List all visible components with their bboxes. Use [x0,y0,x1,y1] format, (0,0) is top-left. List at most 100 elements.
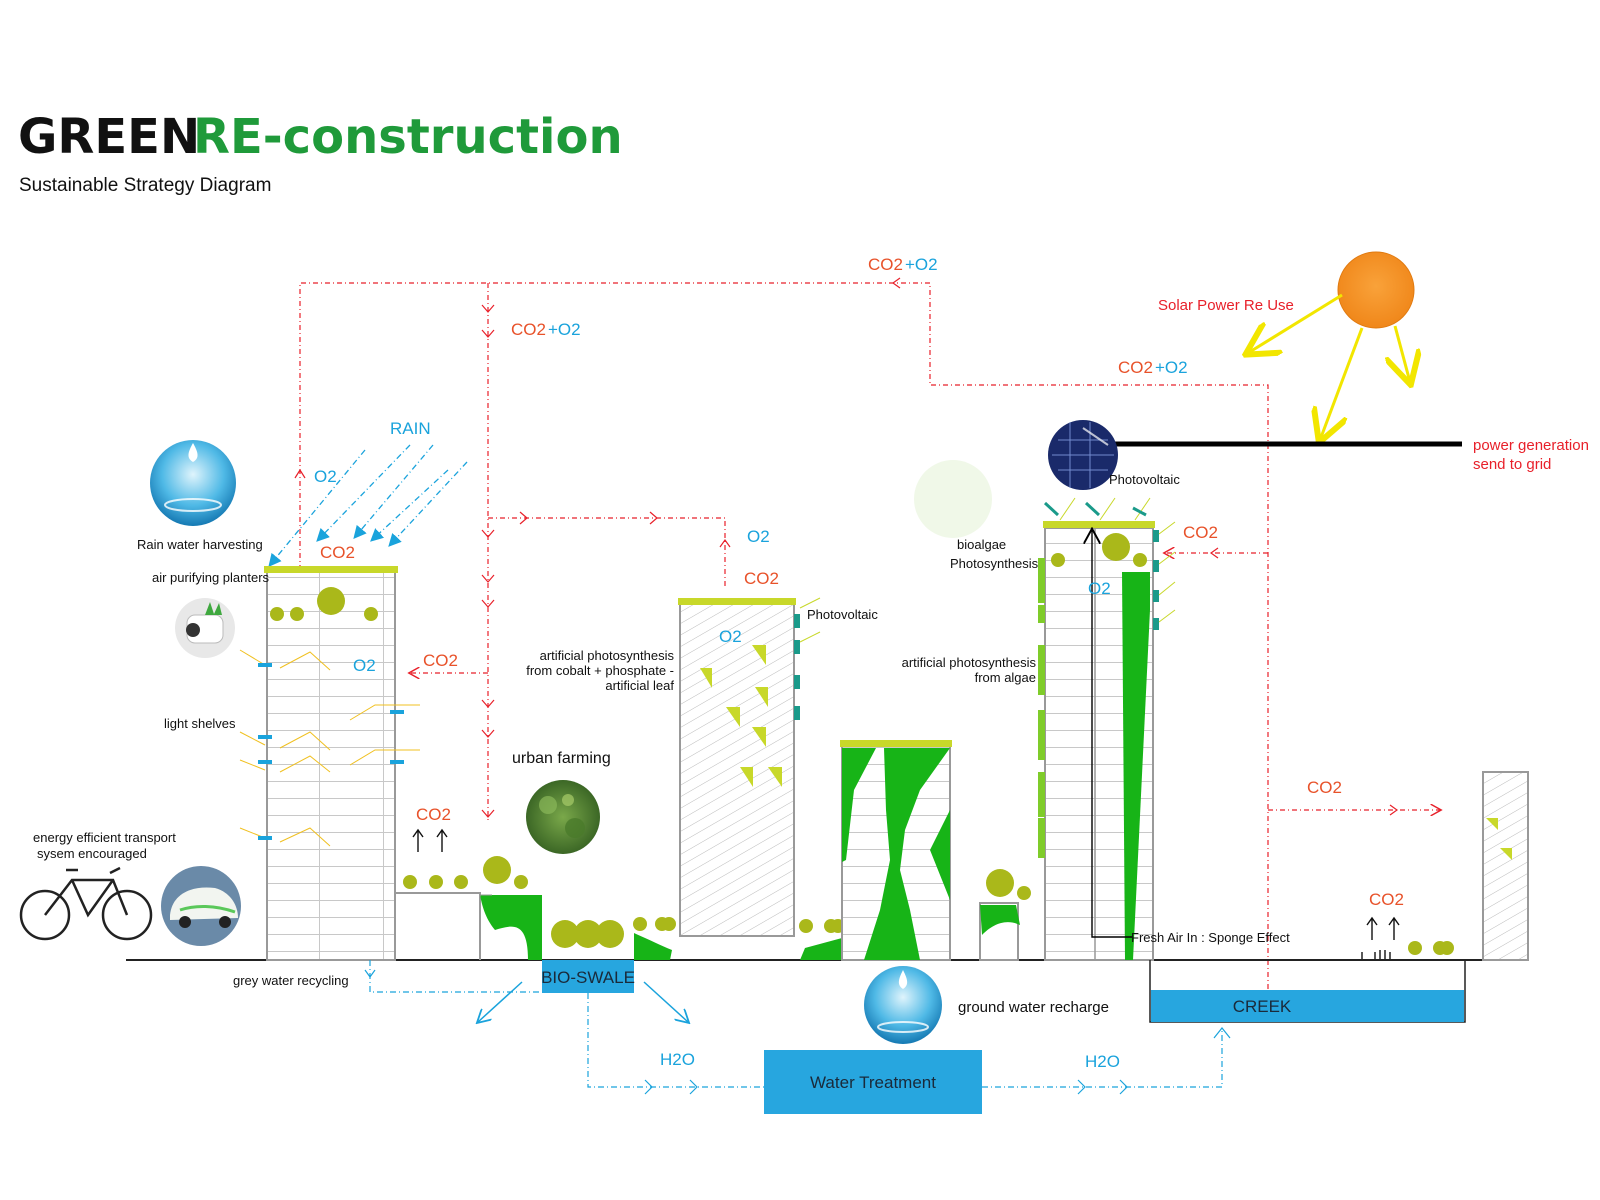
leaf-panel [752,727,766,747]
pv-panel [794,706,800,720]
planter [551,920,579,948]
algae-shaft [1122,572,1150,960]
chevron-left-icon [891,277,901,289]
sun-ray [1248,293,1343,353]
energy-transport-label: energy efficient transport [33,830,176,845]
o2-label: O2 [353,656,376,675]
chevron-right-icon [644,1079,698,1095]
rain-water-harvesting-icon [150,440,236,526]
rising-air-arrows [412,828,1400,940]
chevron-down-icon [481,809,495,818]
o2-label: O2 [1088,579,1111,598]
podium-outline [395,892,481,960]
o2-label: O2 [747,527,770,546]
title-part-reconstruction: RE-construction [193,109,623,165]
algae-panel [1038,772,1045,817]
planter [403,875,417,889]
light-ray [239,755,331,773]
bioalgae-icon [914,458,992,538]
leaf-blob [565,818,585,838]
air-branch-mid [488,517,726,588]
leaf-blob [539,796,557,814]
bio-swale-label: BIO-SWALE [541,968,635,987]
planter [483,856,511,884]
algae-panel [1038,558,1045,603]
water-treatment-box [764,1050,982,1114]
pv-panel [1153,560,1159,572]
green-roof [678,598,796,605]
planter [1440,941,1454,955]
artificial-leaf-label-2: from cobalt + phosphate - [526,663,674,678]
planter [1017,886,1031,900]
planter [1133,553,1147,567]
green-void [930,810,950,900]
title-part-green: GREEN [18,109,200,165]
ground-water-recharge-label: ground water recharge [958,999,1109,1016]
planter [574,920,602,948]
creek-water [1151,990,1464,1022]
algae-panel [1038,605,1045,623]
transport-icons [19,866,241,946]
arrow-up-icon [1366,916,1378,940]
pv-panel [794,614,800,628]
pv-ray [1158,609,1176,623]
green-roof [840,740,952,747]
car-wheel [179,916,191,928]
plant-leaves [205,602,222,615]
co2-label: CO2 [416,805,451,824]
leaf-panel [768,767,782,787]
chevron-left-icon [1209,547,1219,559]
chevron-down-icon [481,729,495,738]
pv-ray [1134,497,1151,521]
leaf-cluster-icon [526,780,600,854]
chevron-up-icon [294,468,306,479]
chevron-right-icon [519,511,528,525]
light-shelf [258,836,272,840]
co2-label: CO2 [744,569,779,588]
co2-label: CO2 [1183,523,1218,542]
planter [1051,553,1065,567]
bike-frame [44,866,129,918]
planter [799,919,813,933]
light-ray [349,704,420,721]
leaf-panel [755,687,768,707]
tower-facade [266,569,396,961]
fresh-air-label: Fresh Air In : Sponge Effect [1131,930,1290,945]
green-mound [800,938,842,960]
planter [1102,533,1130,561]
chevron-down-icon [364,969,376,979]
pv-ray [1158,581,1176,596]
building-far-right [1361,771,1529,961]
bioalgae-label: bioalgae [957,537,1006,552]
algae-panel [1038,710,1045,760]
drop-shape [188,443,198,462]
pv-panel [794,675,800,689]
h2o-label: H2O [660,1050,695,1069]
o2-label: +O2 [1155,358,1188,377]
drop-shape [898,970,908,989]
rain-arrows [268,444,468,568]
co2-label: CO2 [320,543,355,562]
co2-o2-top-label: CO2 +O2 [868,255,938,274]
people-icon [1361,950,1391,960]
chevron-up-icon [1213,1027,1231,1039]
h2o-line-a [587,993,764,1088]
chevron-down-icon [481,329,495,338]
light-ray [349,749,420,766]
energy-transport-label-2: sysem encouraged [37,846,147,861]
building-left-tower [239,566,420,961]
arrow-up-icon [412,828,424,852]
seep-arrow [478,981,523,1022]
planter [317,587,345,615]
water-system: BIO-SWALE Water Treatment CREEK [364,960,1466,1114]
co2-label: CO2 [868,255,903,274]
pv-panel [1153,590,1159,602]
bio-swale-trees [551,917,676,960]
send-to-grid-label: send to grid [1473,456,1551,473]
urban-farming-label: urban farming [512,750,611,767]
sun [1248,251,1414,440]
co2-o2-left-label: CO2 +O2 [511,320,581,339]
o2-label: +O2 [548,320,581,339]
green-roof [1043,521,1155,528]
solar-power-reuse-label: Solar Power Re Use [1158,297,1294,314]
